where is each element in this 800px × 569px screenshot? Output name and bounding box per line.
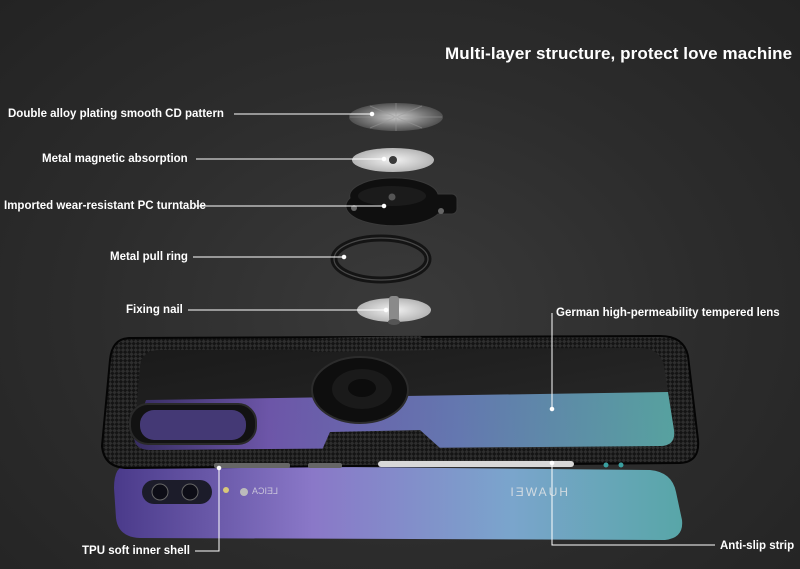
pull-ring [330, 234, 432, 284]
label-tpu-shell: TPU soft inner shell [82, 545, 190, 557]
pc-turntable [345, 177, 458, 227]
ring-holder-assembled [311, 356, 409, 424]
label-pull-ring: Metal pull ring [110, 251, 188, 263]
label-cd-pattern: Double alloy plating smooth CD pattern [8, 108, 224, 120]
camera-brand: LEICA [252, 486, 278, 496]
label-tempered-lens: German high-permeability tempered lens [556, 307, 780, 319]
callout-lines [188, 111, 715, 552]
cd-pattern-disc [349, 103, 443, 131]
label-anti-slip-strip: Anti-slip strip [720, 540, 795, 552]
phone-brand: HUAWEI [508, 485, 568, 499]
magnetic-plate [352, 148, 434, 172]
fixing-nail-part [357, 296, 431, 325]
headline: Multi-layer structure, protect love mach… [445, 44, 793, 63]
label-magnetic-absorption: Metal magnetic absorption [42, 153, 188, 165]
label-pc-turntable: Imported wear-resistant PC turntable [4, 200, 206, 212]
label-fixing-nail: Fixing nail [126, 304, 183, 316]
phone-body [114, 465, 683, 540]
